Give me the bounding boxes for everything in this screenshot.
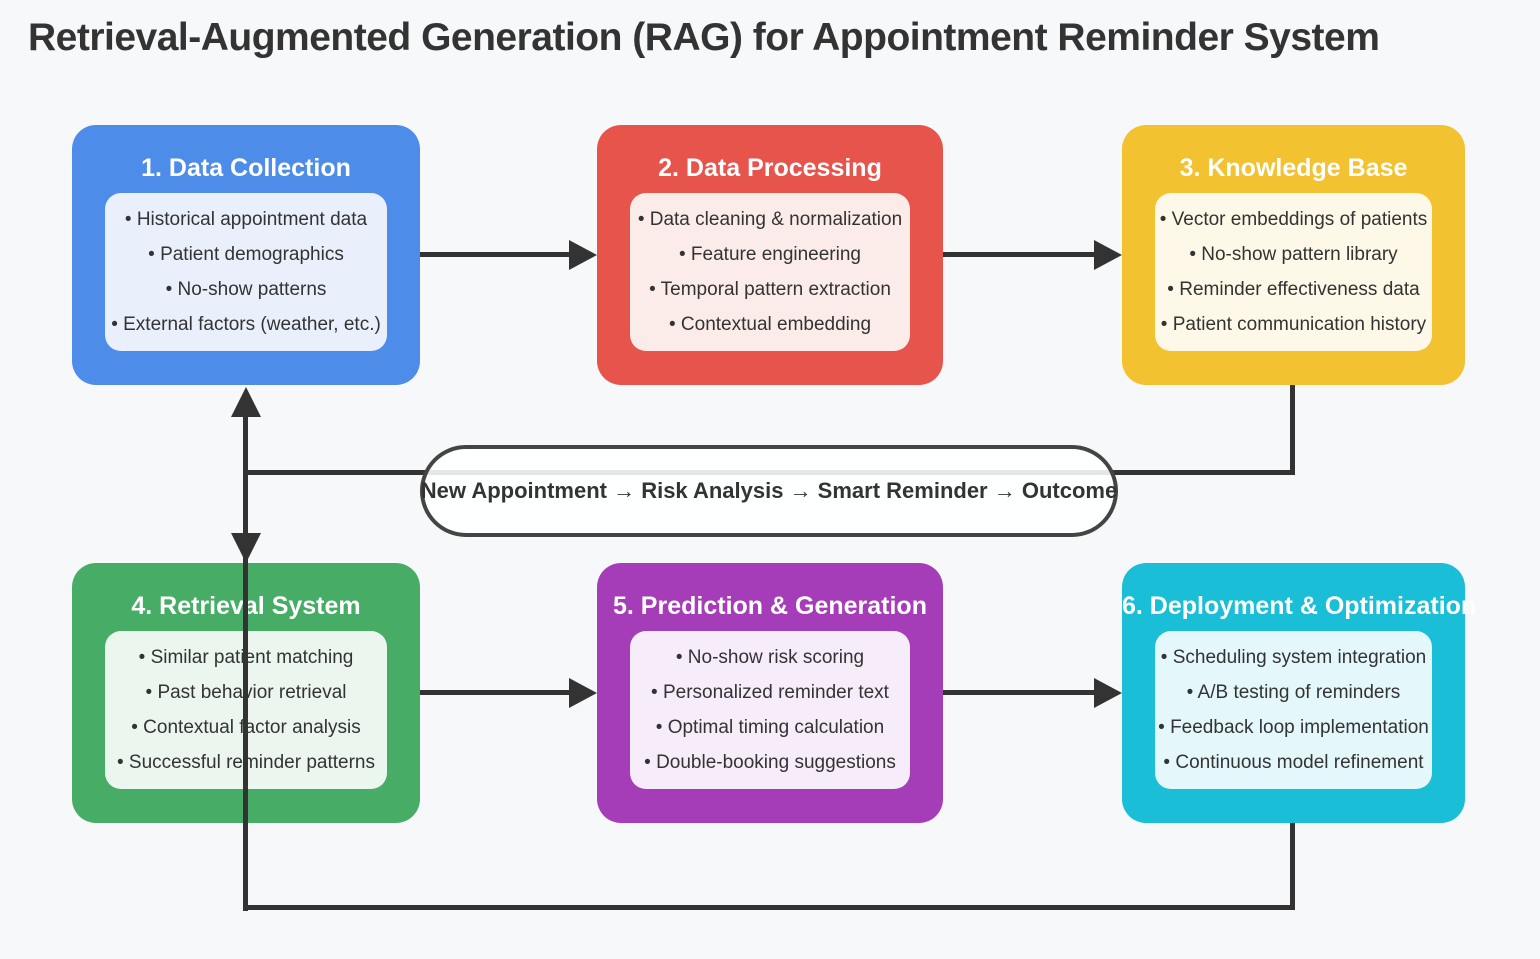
arrowhead-into-prediction-icon (569, 678, 597, 708)
list-item: • Historical appointment data (124, 209, 368, 230)
edge-knowledge-base-drop-line (1290, 385, 1295, 475)
list-item: • Temporal pattern extraction (649, 279, 891, 300)
list-item: • No-show patterns (165, 279, 327, 300)
diagram-title: Retrieval-Augmented Generation (RAG) for… (28, 16, 1380, 59)
list-item: • Patient communication history (1160, 314, 1427, 335)
arrowhead-into-data-processing-icon (569, 240, 597, 270)
list-item: • Vector embeddings of patients (1159, 209, 1428, 230)
list-item: • Continuous model refinement (1163, 752, 1424, 773)
node-heading: 3. Knowledge Base (1179, 154, 1408, 182)
list-item: • Optimal timing calculation (655, 717, 885, 738)
list-item: • Reminder effectiveness data (1167, 279, 1420, 300)
node-item-list: • Historical appointment data • Patient … (105, 193, 387, 351)
list-item: • Feedback loop implementation (1158, 717, 1429, 738)
edge-deployment-drop-line (1290, 822, 1295, 910)
list-item: • Double-booking suggestions (644, 752, 896, 773)
list-item: • External factors (weather, etc.) (111, 314, 381, 335)
edge-processing-to-knowledge (943, 252, 1094, 257)
node-heading: 5. Prediction & Generation (613, 592, 927, 620)
edge-prediction-to-deployment (943, 690, 1094, 695)
pipeline-pill: New Appointment → Risk Analysis → Smart … (420, 445, 1118, 537)
list-item: • Patient demographics (148, 244, 344, 265)
arrowhead-into-retrieval-system-icon (231, 533, 261, 563)
edge-retrieval-to-prediction (420, 690, 571, 695)
node-item-list: • Scheduling system integration • A/B te… (1155, 631, 1432, 789)
node-item-list: • Data cleaning & normalization • Featur… (630, 193, 910, 351)
node-heading: 1. Data Collection (141, 154, 351, 182)
list-item: • No-show risk scoring (675, 647, 865, 668)
list-item: • Feature engineering (679, 244, 861, 265)
node-data-collection: 1. Data Collection • Historical appointm… (72, 125, 420, 385)
node-item-list: • No-show risk scoring • Personalized re… (630, 631, 910, 789)
list-item: • A/B testing of reminders (1186, 682, 1401, 703)
node-data-processing: 2. Data Processing • Data cleaning & nor… (597, 125, 943, 385)
list-item: • No-show pattern library (1189, 244, 1398, 265)
arrowhead-into-deployment-icon (1094, 678, 1122, 708)
pipeline-label: New Appointment → Risk Analysis → Smart … (420, 478, 1118, 503)
arrowhead-into-knowledge-base-icon (1094, 240, 1122, 270)
arrowhead-into-data-collection-icon (231, 387, 261, 417)
edge-feedback-vertical-line (243, 404, 248, 911)
node-prediction-generation: 5. Prediction & Generation • No-show ris… (597, 563, 943, 823)
node-knowledge-base: 3. Knowledge Base • Vector embeddings of… (1122, 125, 1465, 385)
list-item: • Data cleaning & normalization (637, 209, 903, 230)
list-item: • Contextual embedding (668, 314, 872, 335)
node-deployment-optimization: 6. Deployment & Optimization • Schedulin… (1122, 563, 1477, 823)
node-heading: 2. Data Processing (658, 154, 882, 182)
node-heading: 6. Deployment & Optimization (1122, 592, 1477, 620)
list-item: • Scheduling system integration (1160, 647, 1427, 668)
node-item-list: • Vector embeddings of patients • No-sho… (1155, 193, 1432, 351)
list-item: • Personalized reminder text (651, 682, 889, 703)
edge-feedback-bottom-line (243, 905, 1295, 910)
edge-collection-to-processing (420, 252, 571, 257)
